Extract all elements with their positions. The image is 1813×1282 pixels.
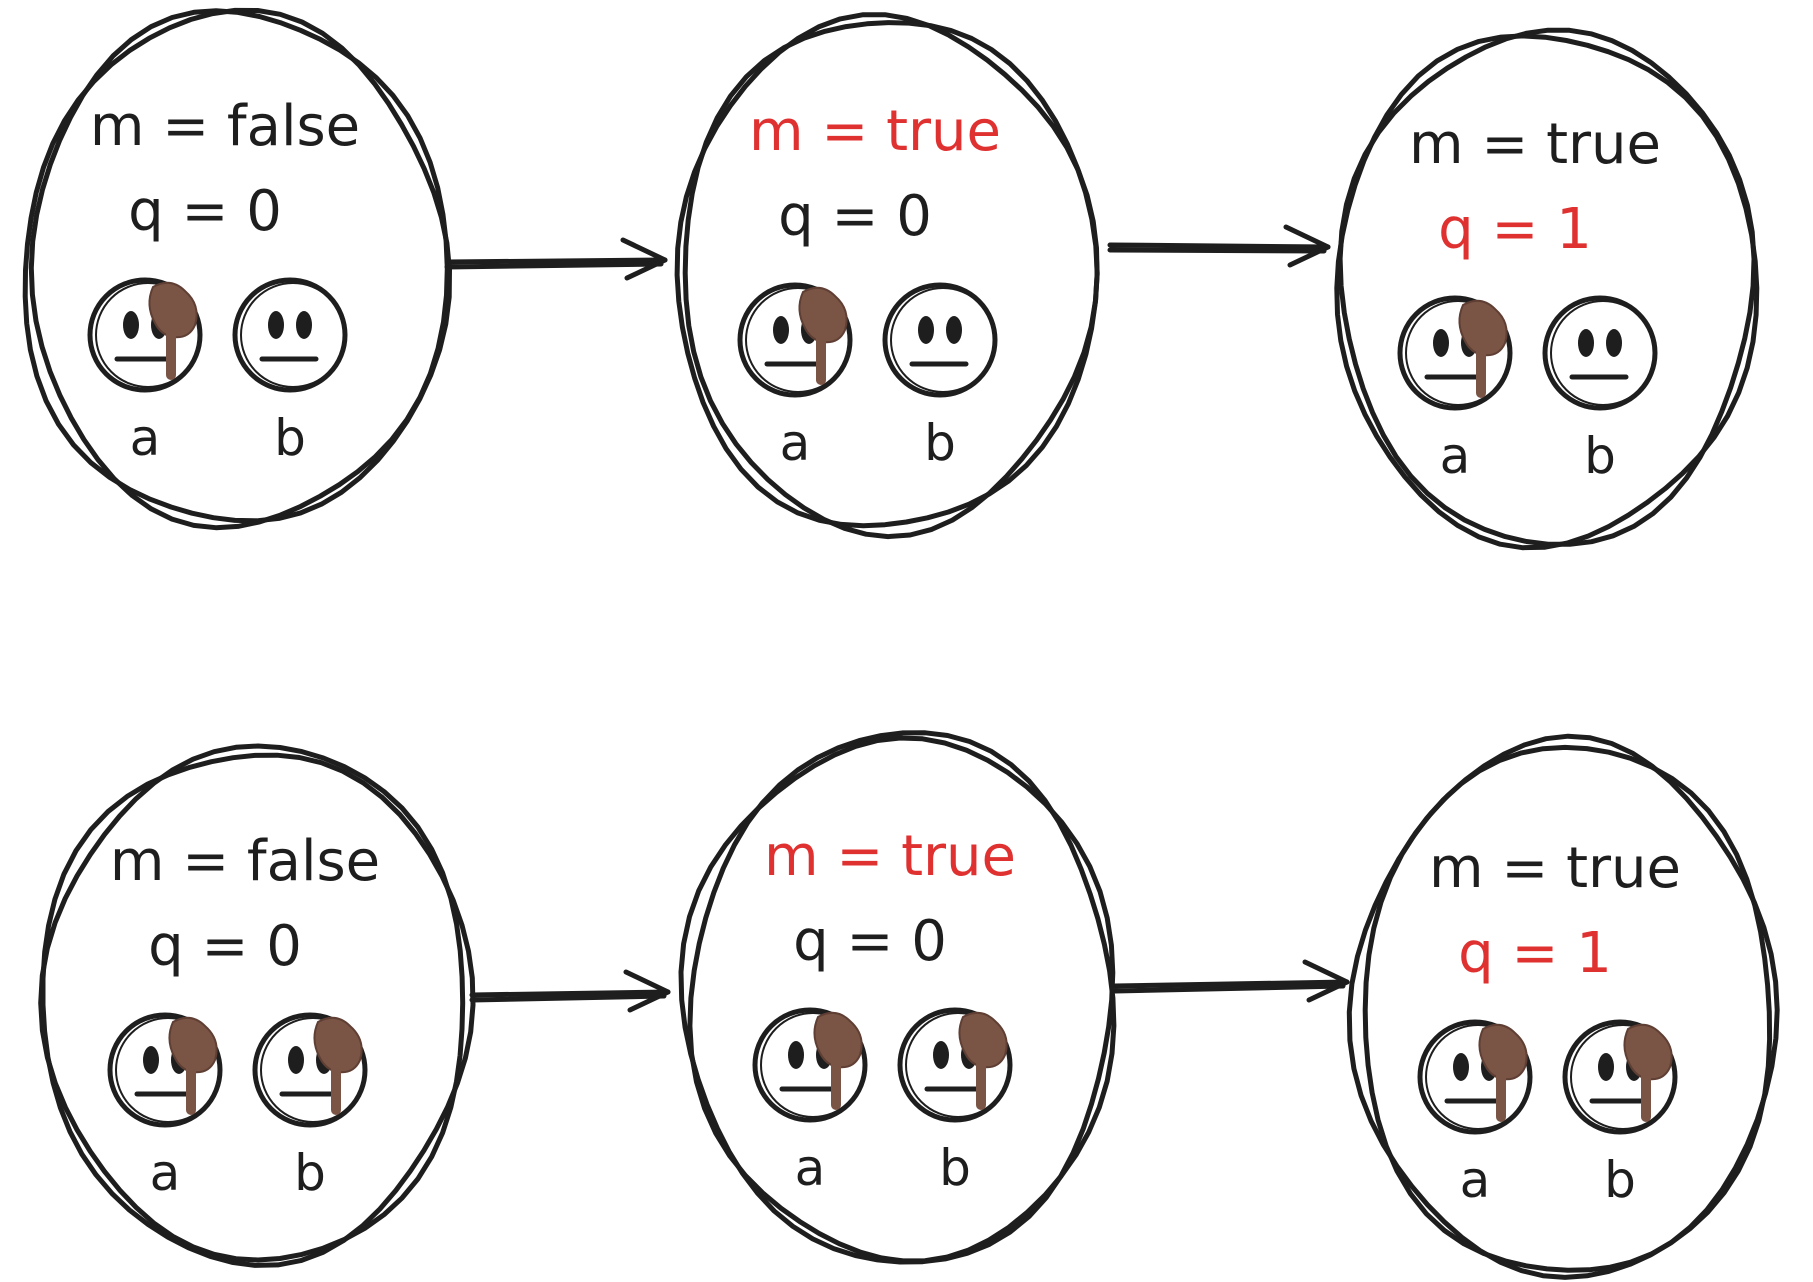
arrow-right-icon: [1107, 224, 1331, 268]
circle-state-icon: [674, 12, 1100, 540]
person-b: b: [232, 277, 348, 467]
m-value-label: m = true: [749, 99, 1001, 164]
circle-state-icon: [678, 730, 1117, 1265]
person-b: b: [252, 1012, 368, 1202]
circle-state-icon: [1334, 27, 1760, 551]
m-value-label: m = false: [110, 829, 380, 894]
q-value-label: q = 0: [793, 909, 947, 974]
arrow-right-icon: [469, 969, 671, 1013]
person-label: a: [795, 1139, 826, 1197]
state-nodes: m = false q = 0 a b m = true q = 0 a b m = true q…: [22, 7, 1780, 1280]
arrow-right-icon: [444, 237, 668, 281]
arrow-right-icon: [1112, 959, 1350, 1003]
circle-state-icon: [1346, 733, 1780, 1280]
person-label: b: [274, 409, 306, 467]
person-label: b: [1584, 427, 1616, 485]
person-a: a: [752, 1007, 868, 1197]
q-value-label: q = 0: [778, 184, 932, 249]
person-label: a: [780, 414, 811, 472]
state-node: m = true q = 1 a b: [1334, 27, 1760, 551]
face-icon: [232, 277, 348, 393]
person-label: a: [1460, 1151, 1491, 1209]
m-value-label: m = true: [764, 824, 1016, 889]
m-value-label: m = false: [90, 94, 360, 159]
mud-splat-icon: [168, 1016, 218, 1115]
state-node: m = true q = 1 a b: [1346, 733, 1780, 1280]
person-label: a: [150, 1144, 181, 1202]
mud-splat-icon: [148, 281, 198, 380]
q-value-label: q = 1: [1458, 921, 1612, 986]
mud-splat-icon: [1458, 299, 1508, 398]
person-a: a: [737, 282, 853, 472]
person-b: b: [1562, 1019, 1678, 1209]
person-a: a: [87, 277, 203, 467]
mud-splat-icon: [798, 286, 848, 385]
person-label: a: [1440, 427, 1471, 485]
person-b: b: [1542, 295, 1658, 485]
state-node: m = true q = 0 a b: [674, 12, 1100, 540]
person-label: b: [294, 1144, 326, 1202]
mud-splat-icon: [813, 1011, 863, 1110]
mud-splat-icon: [1478, 1023, 1528, 1122]
person-b: b: [897, 1007, 1013, 1197]
state-node: m = true q = 0 a b: [678, 730, 1117, 1265]
m-value-label: m = true: [1409, 112, 1661, 177]
face-icon: [1542, 295, 1658, 411]
q-value-label: q = 0: [148, 914, 302, 979]
person-a: a: [1417, 1019, 1533, 1209]
transition-arrows: [444, 224, 1350, 1013]
circle-state-icon: [22, 7, 452, 531]
mud-splat-icon: [1623, 1023, 1673, 1122]
person-b: b: [882, 282, 998, 472]
person-a: a: [107, 1012, 223, 1202]
mud-splat-icon: [958, 1011, 1008, 1110]
person-label: a: [130, 409, 161, 467]
circle-state-icon: [38, 743, 476, 1268]
person-label: b: [939, 1139, 971, 1197]
person-a: a: [1397, 295, 1513, 485]
person-label: b: [924, 414, 956, 472]
person-label: b: [1604, 1151, 1636, 1209]
q-value-label: q = 1: [1438, 197, 1592, 262]
m-value-label: m = true: [1429, 836, 1681, 901]
q-value-label: q = 0: [128, 179, 282, 244]
state-node: m = false q = 0 a b: [22, 7, 452, 531]
state-node: m = false q = 0 a b: [38, 743, 476, 1268]
mud-splat-icon: [313, 1016, 363, 1115]
face-icon: [882, 282, 998, 398]
